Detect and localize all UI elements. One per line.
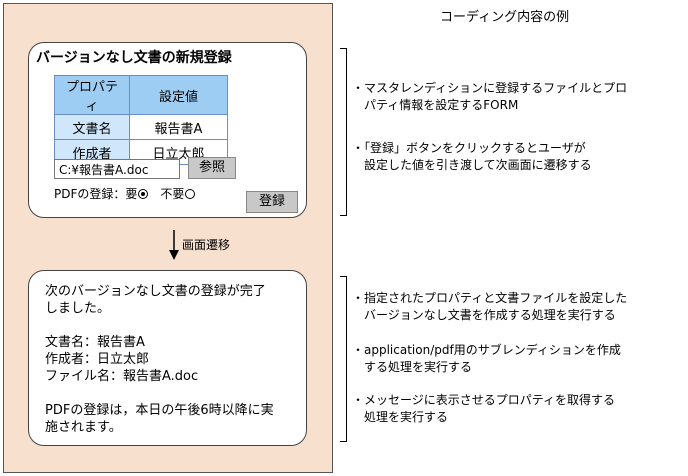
result-pdf-line: PDFの登録は，本日の午後6時以降に実 (45, 403, 274, 418)
transition-label: 画面遷移 (182, 238, 231, 252)
header-value: 設定値 (129, 75, 228, 115)
table-header-row: プロパティ 設定値 (54, 75, 228, 115)
note-item: ・指定されたプロパティと文書ファイルを設定した バージョンなし文書を作成する処理… (352, 290, 682, 324)
note-line: する処理を実行する (352, 360, 473, 374)
pdf-required-radio[interactable] (138, 188, 149, 199)
pdf-no-label: 不要 (160, 187, 185, 201)
register-button[interactable]: 登録 (246, 191, 298, 213)
result-line: 次のバージョンなし文書の登録が完了 (45, 284, 266, 299)
pdf-not-required-radio[interactable] (185, 188, 196, 199)
note-item: ・「登録」ボタンをクリックするとユーザが 設定した値を引き渡して次画面に遷移する (352, 140, 682, 174)
down-arrow-icon (169, 230, 179, 260)
pdf-label: PDFの登録：要 (54, 187, 138, 201)
note-line: バージョンなし文書を作成する処理を実行する (352, 308, 616, 322)
note-line: ・「登録」ボタンをクリックするとユーザが (352, 141, 586, 155)
registration-form-card: バージョンなし文書の新規登録 プロパティ 設定値 文書名 報告書A 作成者 日立… (28, 42, 307, 218)
heading: コーディング内容の例 (440, 10, 570, 25)
note-line: ・application/pdf用のサブレンディションを作成 (352, 343, 621, 357)
file-path-input[interactable]: C:¥報告書A.doc (54, 159, 180, 179)
result-pdf-line: 施されます。 (45, 420, 122, 435)
note-item: ・マスタレンディションに登録するファイルとプロ パティ情報を設定するFORM (352, 80, 682, 114)
note-line: 設定した値を引き渡して次画面に遷移する (352, 158, 592, 172)
row-key: 文書名 (54, 114, 130, 140)
bracket-top (340, 48, 347, 216)
note-line: 処理を実行する (352, 410, 449, 424)
note-line: パティ情報を設定するFORM (352, 98, 519, 112)
browse-button[interactable]: 参照 (188, 157, 236, 179)
row-value-input[interactable]: 報告書A (129, 114, 228, 140)
form-title: バージョンなし文書の新規登録 (36, 50, 232, 66)
note-item: ・メッセージに表示させるプロパティを取得する 処理を実行する (352, 392, 682, 426)
result-message-card: 次のバージョンなし文書の登録が完了 しました。 文書名：報告書A 作成者：日立太… (28, 270, 307, 446)
result-file-name: ファイル名：報告書A.doc (45, 369, 199, 384)
result-author: 作成者：日立太郎 (45, 352, 150, 367)
result-doc-name: 文書名：報告書A (45, 335, 145, 350)
note-line: ・指定されたプロパティと文書ファイルを設定した (352, 291, 628, 305)
pdf-option-row: PDFの登録：要 不要 (54, 185, 207, 202)
note-line: ・メッセージに表示させるプロパティを取得する (352, 393, 616, 407)
table-row: 文書名 報告書A (54, 114, 228, 140)
header-property: プロパティ (54, 75, 130, 115)
note-line: ・マスタレンディションに登録するファイルとプロ (352, 81, 628, 95)
property-table: プロパティ 設定値 文書名 報告書A 作成者 日立太郎 (54, 75, 228, 165)
bracket-bottom (340, 276, 347, 442)
result-line: しました。 (45, 301, 111, 316)
note-item: ・application/pdf用のサブレンディションを作成 する処理を実行する (352, 342, 682, 376)
